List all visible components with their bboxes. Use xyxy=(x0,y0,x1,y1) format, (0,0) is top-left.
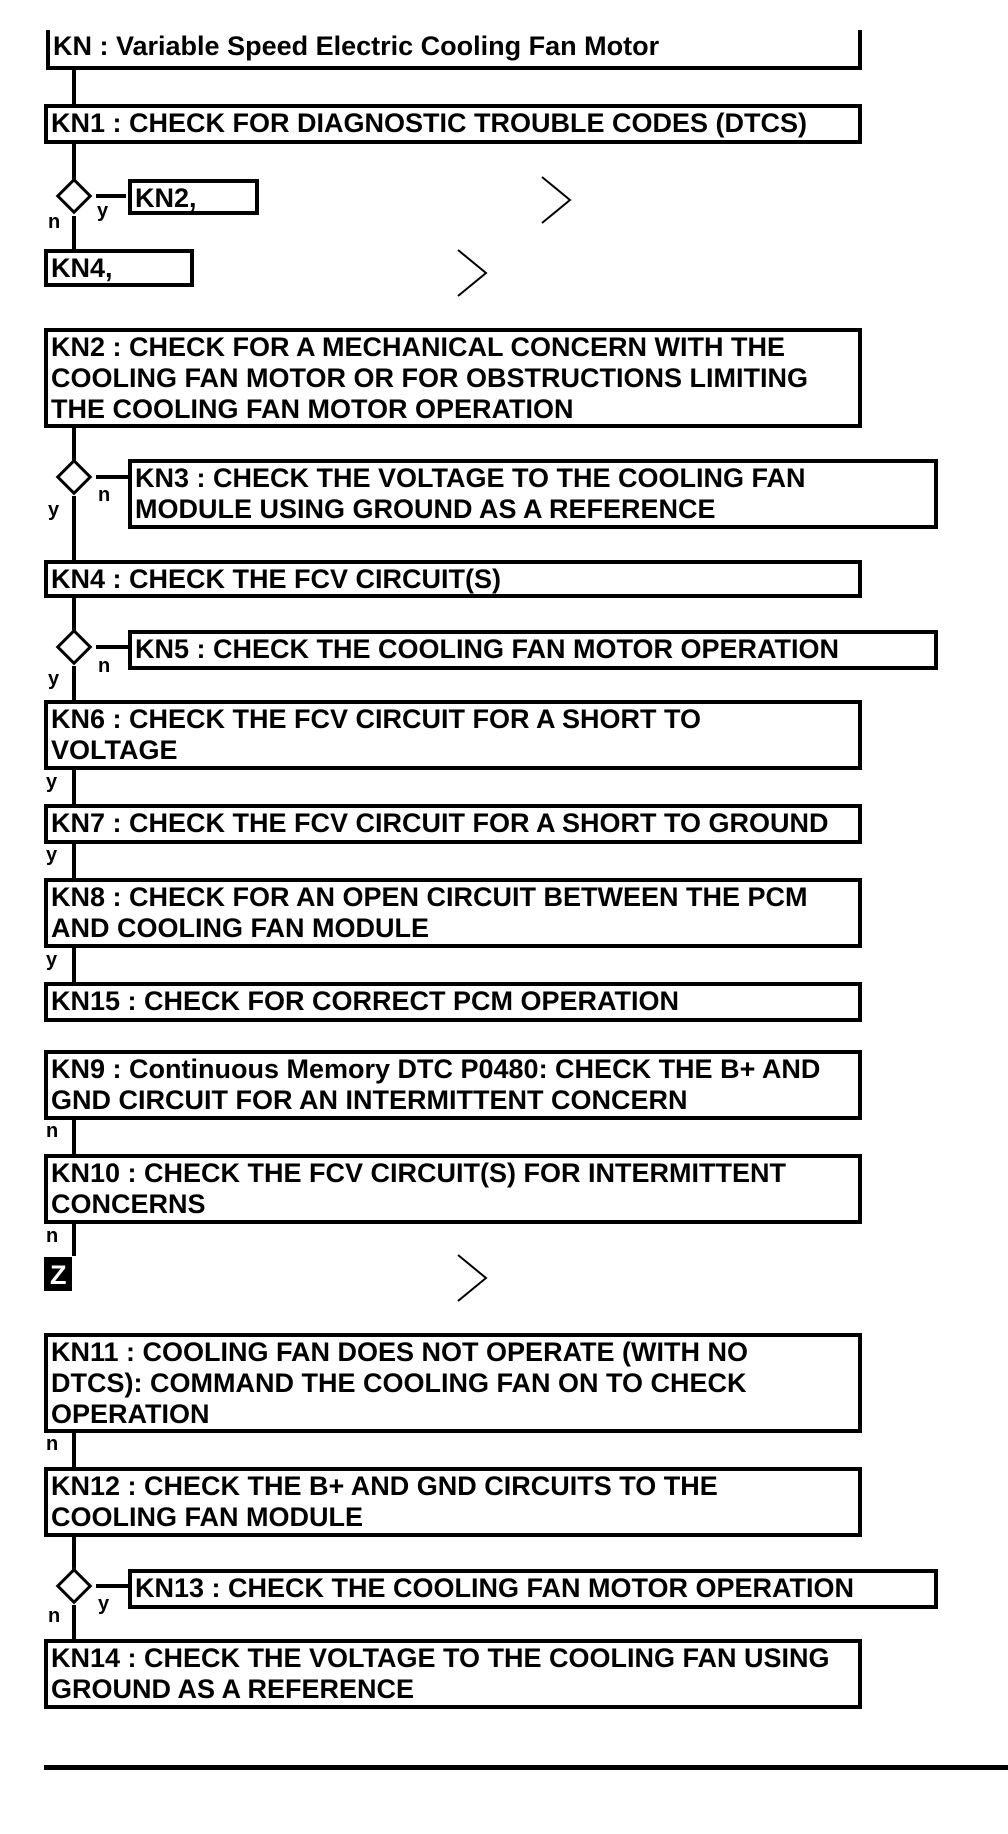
connector xyxy=(96,475,130,479)
connector xyxy=(72,666,76,702)
branch-label-no: n xyxy=(48,1605,61,1627)
connector xyxy=(72,1224,76,1256)
step-kn-title: KN : Variable Speed Electric Cooling Fan… xyxy=(46,30,862,70)
connector xyxy=(72,1605,76,1641)
step-kn15[interactable]: KN15 : CHECK FOR CORRECT PCM OPERATION xyxy=(44,982,862,1022)
branch-label-no: n xyxy=(46,1225,59,1247)
step-kn3[interactable]: KN3 : CHECK THE VOLTAGE TO THE COOLING F… xyxy=(128,459,938,529)
connector xyxy=(72,216,76,250)
step-kn7[interactable]: KN7 : CHECK THE FCV CIRCUIT FOR A SHORT … xyxy=(44,804,862,844)
connector xyxy=(72,70,76,108)
step-kn9[interactable]: KN9 : Continuous Memory DTC P0480: CHECK… xyxy=(44,1050,862,1120)
step-kn10[interactable]: KN10 : CHECK THE FCV CIRCUIT(S) FOR INTE… xyxy=(44,1154,862,1224)
decision-diamond-icon xyxy=(55,458,93,496)
step-kn13[interactable]: KN13 : CHECK THE COOLING FAN MOTOR OPERA… xyxy=(128,1569,938,1609)
chevron-right-icon xyxy=(457,1254,488,1302)
step-kn1[interactable]: KN1 : CHECK FOR DIAGNOSTIC TROUBLE CODES… xyxy=(44,104,862,144)
connector xyxy=(72,598,76,632)
branch-label-no: n xyxy=(98,655,111,677)
branch-label-no: n xyxy=(46,1433,59,1455)
chevron-right-icon xyxy=(541,176,572,224)
step-kn12[interactable]: KN12 : CHECK THE B+ AND GND CIRCUITS TO … xyxy=(44,1467,862,1537)
connector xyxy=(72,144,76,180)
branch-label-no: n xyxy=(98,484,111,506)
connector xyxy=(72,1120,76,1156)
connector xyxy=(72,1537,76,1571)
connector xyxy=(96,645,130,649)
bottom-rule xyxy=(44,1765,1008,1770)
chevron-right-icon xyxy=(457,249,488,297)
branch-label-yes: y xyxy=(97,200,109,222)
connector xyxy=(72,496,76,561)
connector xyxy=(72,770,76,806)
step-kn8[interactable]: KN8 : CHECK FOR AN OPEN CIRCUIT BETWEEN … xyxy=(44,878,862,948)
branch-label-no: n xyxy=(48,211,61,233)
connector xyxy=(72,948,76,984)
step-kn6[interactable]: KN6 : CHECK THE FCV CIRCUIT FOR A SHORT … xyxy=(44,700,862,770)
decision-diamond-icon xyxy=(55,1567,93,1605)
step-kn2[interactable]: KN2 : CHECK FOR A MECHANICAL CONCERN WIT… xyxy=(44,328,862,428)
step-kn4[interactable]: KN4 : CHECK THE FCV CIRCUIT(S) xyxy=(44,560,862,598)
goto-kn4-kn11[interactable]: KN4, KN11 xyxy=(44,249,194,287)
branch-label-yes: y xyxy=(46,844,58,866)
branch-label-yes: y xyxy=(46,771,58,793)
connector xyxy=(96,194,126,198)
goto-z[interactable]: Z xyxy=(44,1257,72,1291)
branch-label-no: n xyxy=(46,1120,59,1142)
goto-kn2-kn9[interactable]: KN2, KN9 xyxy=(128,179,259,215)
branch-label-yes: y xyxy=(98,1593,110,1615)
connector xyxy=(72,1433,76,1469)
connector xyxy=(72,428,76,462)
step-kn5[interactable]: KN5 : CHECK THE COOLING FAN MOTOR OPERAT… xyxy=(128,630,938,670)
connector xyxy=(72,844,76,880)
branch-label-yes: y xyxy=(46,949,58,971)
decision-diamond-icon xyxy=(55,628,93,666)
branch-label-yes: y xyxy=(48,668,60,690)
step-kn11[interactable]: KN11 : COOLING FAN DOES NOT OPERATE (WIT… xyxy=(44,1333,862,1433)
decision-diamond-icon xyxy=(55,177,93,215)
step-kn14[interactable]: KN14 : CHECK THE VOLTAGE TO THE COOLING … xyxy=(44,1639,862,1709)
connector xyxy=(96,1584,130,1588)
branch-label-yes: y xyxy=(48,499,60,521)
